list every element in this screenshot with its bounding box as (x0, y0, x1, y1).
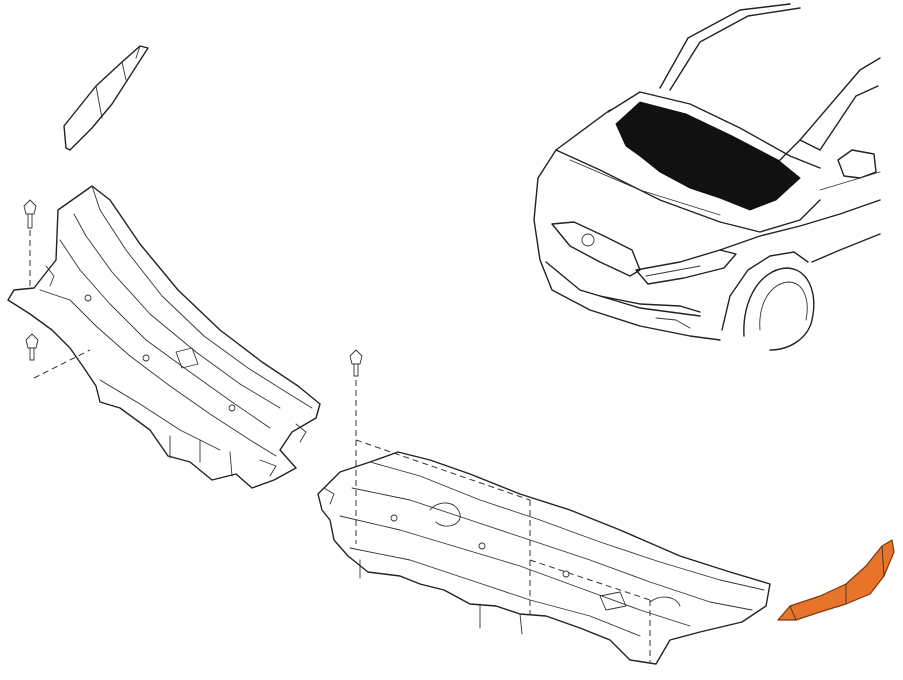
cowl-panel-right (317, 451, 771, 665)
windshield-trim-right (777, 539, 895, 621)
fastener-clip-2 (25, 333, 91, 379)
vehicle-front-view (533, 3, 881, 351)
cowl-panel-left (7, 185, 321, 489)
windshield-trim-left (63, 45, 149, 151)
fastener-clip-3 (349, 349, 651, 662)
fastener-clip-1 (23, 199, 37, 290)
